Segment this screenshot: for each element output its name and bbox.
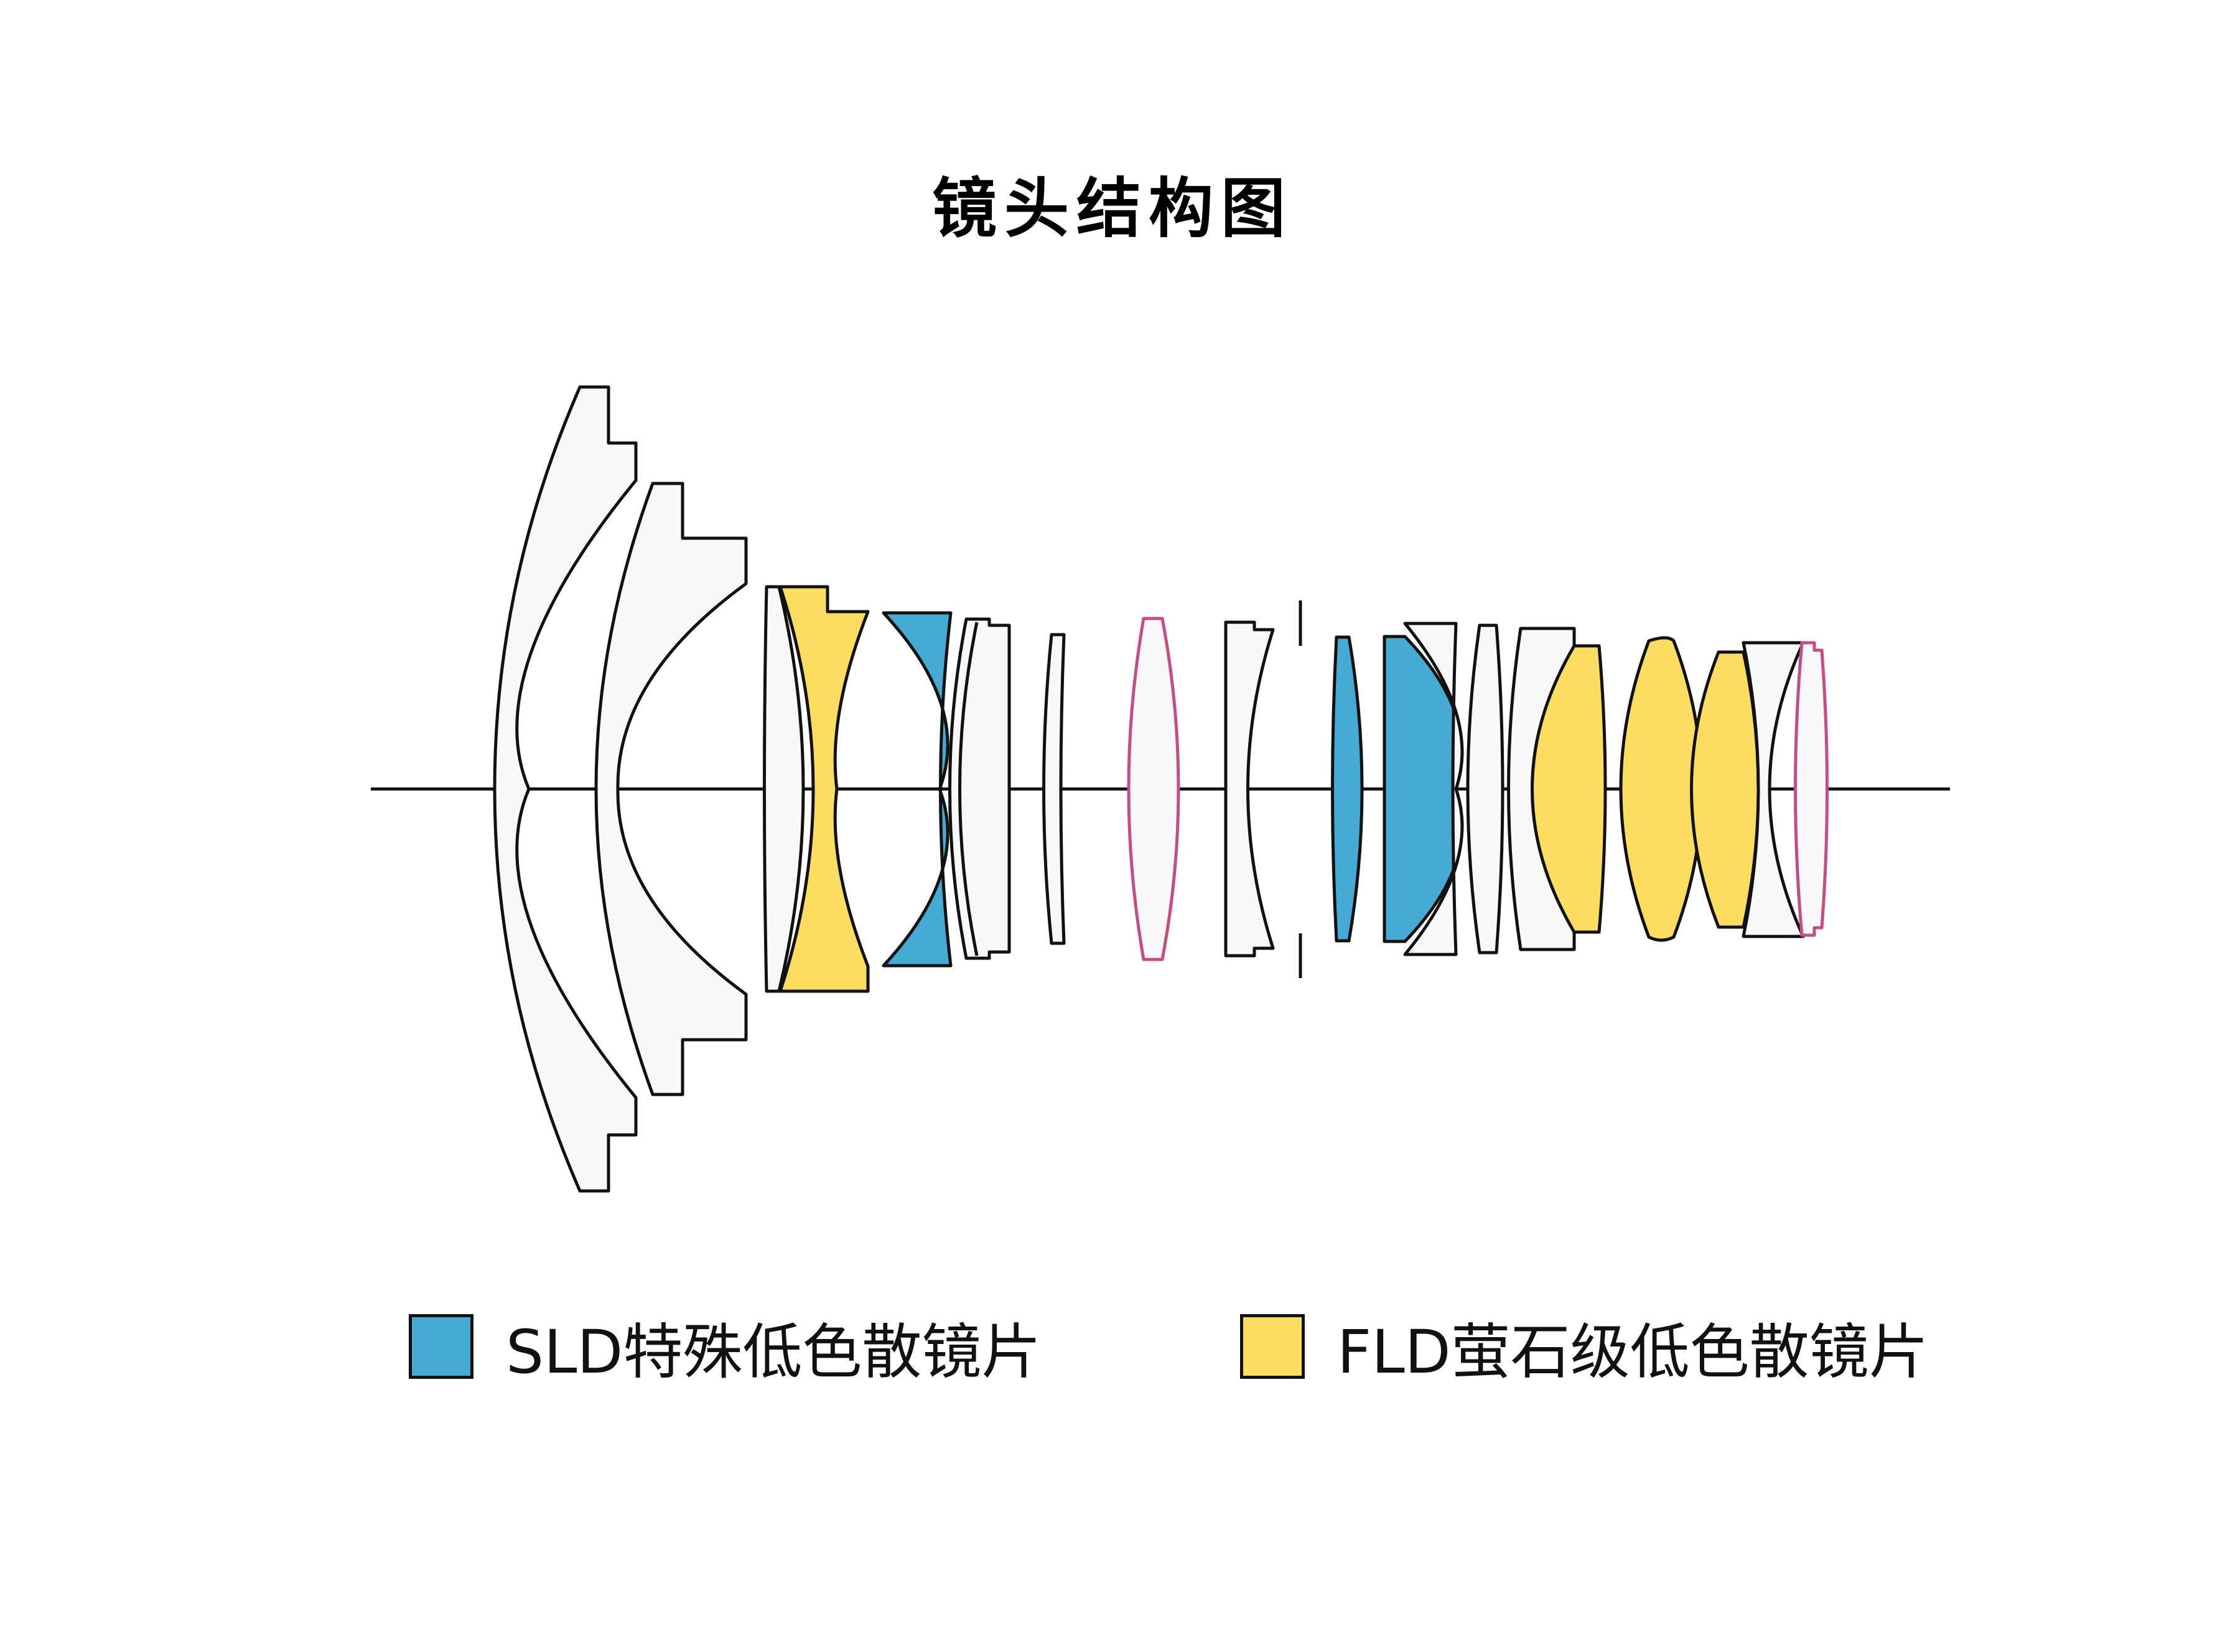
lens-element-5-sld xyxy=(882,611,953,968)
lens-element-2 xyxy=(594,482,748,1096)
lens-element-15-fld xyxy=(1531,644,1607,934)
legend-swatch-fld xyxy=(1240,1314,1305,1379)
lens-element-6b xyxy=(958,622,979,956)
legend-item-fld: FLD萤石级低色散镜片 xyxy=(1240,1312,1929,1387)
legend-swatch-sld xyxy=(409,1314,473,1379)
lens-element-10-sld xyxy=(1331,635,1364,943)
lens-element-7 xyxy=(1042,633,1066,945)
lens-element-16-fld xyxy=(1619,636,1704,942)
lens-element-12 xyxy=(1403,622,1464,956)
diagram-title: 镜头结构图 xyxy=(931,170,1293,246)
lens-element-17-fld xyxy=(1690,650,1760,929)
lens-element-1 xyxy=(493,385,638,1193)
lens-element-9 xyxy=(1224,620,1275,958)
lens-element-4-fld xyxy=(778,585,870,993)
legend-item-sld: SLD特殊低色散镜片 xyxy=(409,1312,1041,1387)
lens-element-8-aspherical xyxy=(1127,617,1180,961)
lens-element-13 xyxy=(1466,623,1504,954)
legend-label-sld: SLD特殊低色散镜片 xyxy=(506,1317,1042,1387)
lens-element-19-aspherical xyxy=(1794,641,1829,937)
legend-label-fld: FLD萤石级低色散镜片 xyxy=(1337,1317,1929,1387)
